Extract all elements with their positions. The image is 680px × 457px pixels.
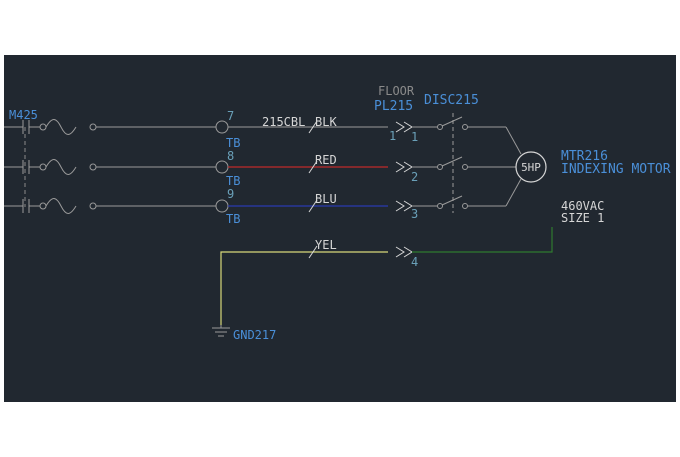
plug-tag: PL215 — [374, 99, 413, 114]
pin-1: 1 — [411, 130, 418, 144]
motor-schematic: M425 7 TB 8 TB 9 TB 215CBL BLK RED BLU Y… — [4, 84, 671, 342]
schematic-canvas: M425 7 TB 8 TB 9 TB 215CBL BLK RED BLU Y… — [4, 55, 676, 402]
disconnect-tag: DISC215 — [424, 93, 479, 108]
phase-line-2 — [4, 159, 229, 175]
plug-connector — [395, 121, 413, 258]
yellow-conductor — [220, 251, 388, 325]
terminal-number-7: 7 — [227, 109, 234, 123]
conductor-blu: BLU — [315, 192, 337, 206]
ground-tag: GND217 — [233, 328, 276, 342]
plug-floor-label: FLOOR — [378, 84, 415, 98]
green-ground-conductor — [412, 227, 553, 253]
phase-line-3 — [4, 198, 229, 214]
ground-icon — [212, 325, 230, 337]
pin-2: 2 — [411, 170, 418, 184]
conductor-blk: BLK — [315, 115, 337, 129]
terminal-number-9: 9 — [227, 187, 234, 201]
terminal-label-8: TB — [226, 174, 240, 188]
cable-slash-marks — [308, 120, 318, 259]
terminal-label-7: TB — [226, 136, 240, 150]
starter-tag: M425 — [9, 108, 38, 122]
disconnect-switch — [412, 113, 516, 213]
motor-tag: MTR216 — [561, 149, 608, 164]
motor-description: INDEXING MOTOR — [561, 162, 671, 177]
pin-3: 3 — [411, 207, 418, 221]
terminal-number-8: 8 — [227, 149, 234, 163]
motor-rating: 5HP — [521, 161, 541, 174]
motor-symbol — [515, 151, 547, 183]
terminal-label-9: TB — [226, 212, 240, 226]
conductor-red: RED — [315, 153, 337, 167]
motor-size: SIZE 1 — [561, 211, 604, 225]
conductor-yel: YEL — [315, 238, 337, 252]
phase-line-1 — [4, 119, 388, 135]
motor-voltage: 460VAC — [561, 199, 604, 213]
cable-name: 215CBL — [262, 115, 305, 129]
pin-4: 4 — [411, 255, 418, 269]
motor-leads — [505, 126, 522, 207]
pin-1-left: 1 — [389, 129, 396, 143]
